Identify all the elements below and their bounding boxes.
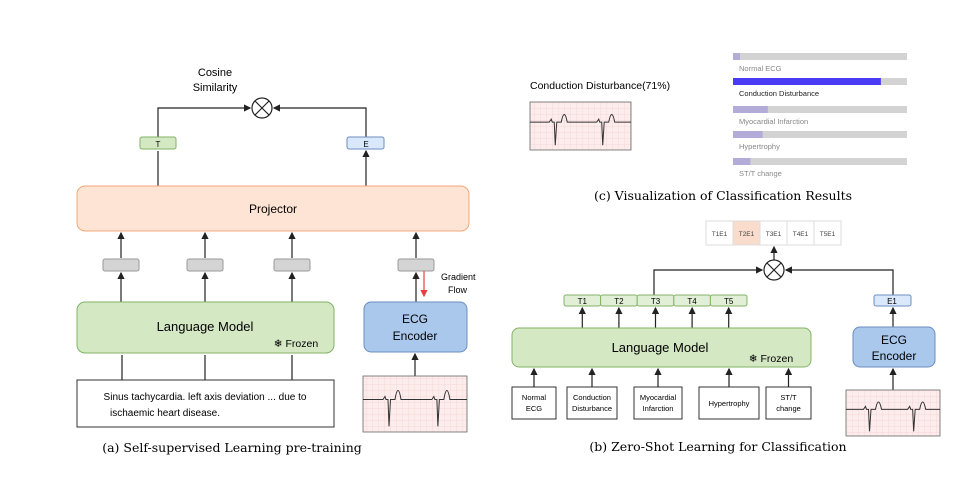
ecg-encoder-box <box>363 301 468 353</box>
bar-fill <box>733 158 751 165</box>
class-prompt-label: ST/T <box>780 393 797 402</box>
class-prompt-box <box>566 386 618 420</box>
bar-fill <box>733 106 768 113</box>
class-prompt-label: Normal <box>522 393 547 402</box>
panel-b: T1E1 T2E1 T3E1 T4E1 T5E1 T1 T2 T3 T4 T5 E1 Langu… <box>511 220 941 454</box>
class-prompt-box <box>511 386 557 420</box>
class-prompt-label: Myocardial <box>640 393 677 402</box>
class-prompt-box <box>765 386 812 420</box>
bar-track <box>733 158 907 165</box>
gradient-flow-label: Gradient <box>441 272 476 282</box>
bar-track <box>733 53 907 60</box>
bar-label: Hypertrophy <box>739 142 780 151</box>
ecg-signal-image <box>362 375 468 433</box>
text-embedding-token <box>709 294 748 307</box>
similarity-cell-label: T3E1 <box>766 231 782 238</box>
gradient-flow-label: Flow <box>448 285 468 295</box>
class-prompt-label: ECG <box>526 404 542 413</box>
ecg-encoder-label: ECG <box>881 333 907 347</box>
similarity-cell-label: T4E1 <box>793 231 809 238</box>
feature-token <box>186 258 224 272</box>
ecg-encoder-label: ECG <box>402 312 428 326</box>
caption-a: (a) Self-supervised Learning pre-trainin… <box>102 440 362 455</box>
multiply-icon <box>763 259 785 281</box>
cosine-label: Cosine <box>198 67 232 79</box>
ecg-token-label: E <box>363 140 368 149</box>
frozen-label: ❄ Frozen <box>749 353 794 365</box>
report-text-box <box>76 379 335 428</box>
class-prompt-label: Disturbance <box>572 404 612 413</box>
bar-label: ST/T change <box>739 169 782 178</box>
projector-label: Projector <box>249 202 297 216</box>
bar-track <box>733 131 907 138</box>
feature-token <box>397 258 435 272</box>
prediction-label: Conduction Disturbance(71%) <box>530 80 670 92</box>
text-token-label: T3 <box>651 297 661 306</box>
report-text: Sinus tachycardia. left axis deviation .… <box>104 392 307 403</box>
ecg-encoder-label: Encoder <box>872 349 917 363</box>
similarity-cell <box>705 220 734 246</box>
language-model-label: Language Model <box>612 340 709 355</box>
bar-fill <box>733 131 763 138</box>
class-prompt-label: change <box>776 404 801 413</box>
bar-label: Normal ECG <box>739 64 782 73</box>
bar-fill <box>733 78 881 85</box>
ecg-signal-image <box>529 101 632 151</box>
class-prompt-label: Conduction <box>573 393 611 402</box>
text-token-label: T2 <box>614 297 624 306</box>
ecg-encoder-label: Encoder <box>393 329 438 343</box>
class-prompt-label: Hypertrophy <box>709 399 750 408</box>
multiply-icon <box>251 97 273 119</box>
class-prompt-box <box>633 386 683 420</box>
caption-b: (b) Zero-Shot Learning for Classificatio… <box>589 439 846 454</box>
bar-label: Conduction Disturbance <box>739 89 819 98</box>
feature-token <box>273 258 311 272</box>
text-token-label: T1 <box>578 297 588 306</box>
text-embedding-token <box>139 136 177 150</box>
language-model-label: Language Model <box>157 319 254 334</box>
text-token-label: T <box>156 140 161 149</box>
report-text: ischaemic heart disease. <box>110 408 220 419</box>
bar-fill <box>733 53 740 60</box>
similarity-cell-label: T2E1 <box>739 231 755 238</box>
similarity-label: Similarity <box>193 82 238 94</box>
similarity-cell-label: T1E1 <box>712 231 728 238</box>
frozen-label: ❄ Frozen <box>274 338 319 350</box>
panel-a: Cosine Similarity T E Projector Language… <box>76 67 476 455</box>
class-prompt-label: Infarction <box>643 404 674 413</box>
text-token-label: T5 <box>724 297 734 306</box>
language-model-box <box>511 327 812 368</box>
class-prompt-box <box>698 386 760 420</box>
ecg-signal-image <box>845 389 941 437</box>
similarity-cell <box>759 220 788 246</box>
ecg-encoder-box <box>852 326 936 368</box>
caption-c: (c) Visualization of Classification Resu… <box>594 188 852 203</box>
text-token-label: T4 <box>687 297 697 306</box>
similarity-cell-label: T5E1 <box>820 231 836 238</box>
language-model-box <box>76 301 335 354</box>
feature-token <box>102 258 140 272</box>
ecg-token-label: E1 <box>887 297 897 306</box>
panel-c: Conduction Disturbance(71%) Normal ECG Co… <box>529 53 907 203</box>
bar-label: Myocardial Infarction <box>739 117 808 126</box>
projector-box <box>76 185 470 232</box>
similarity-cell <box>813 220 842 246</box>
bar-track <box>733 106 907 113</box>
ecg-embedding-token <box>873 294 912 307</box>
